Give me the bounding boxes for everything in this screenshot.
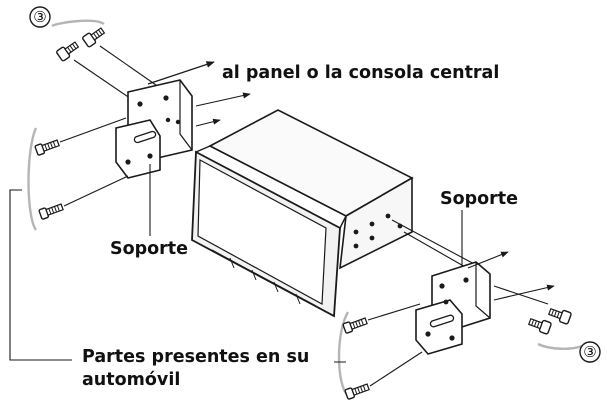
arrow-up-right [467, 251, 509, 269]
arrow-to-panel [147, 61, 215, 85]
screw-group-top-left-bracket-curve [51, 19, 105, 28]
car-screws-left-curve [27, 127, 38, 231]
axis-line [59, 117, 127, 143]
axis-line [369, 351, 423, 387]
screw-icon [547, 307, 572, 325]
head-unit [191, 109, 414, 318]
callout-3-bottom-right: ③ [579, 341, 601, 363]
bracket-right-label: Soporte [440, 189, 518, 209]
arrow-bracket-to-unit [195, 92, 251, 107]
parts-leader-line [9, 189, 346, 363]
axis-line [367, 303, 421, 321]
parts-label-line1: Partes presentes en su [82, 347, 309, 367]
axis-line [493, 285, 549, 305]
arrow-bracket-to-unit [195, 118, 221, 127]
screw-group-bottom-right-bracket-curve [537, 342, 583, 350]
screw-icon [56, 41, 80, 62]
screw-icon [34, 139, 60, 156]
bracket-left-label: Soporte [110, 239, 188, 259]
arrow-up-right [493, 284, 555, 301]
axis-line [99, 45, 167, 93]
screw-icon [38, 203, 64, 220]
axis-line [391, 219, 479, 267]
screw-icon [344, 383, 370, 400]
screw-icon [342, 317, 368, 334]
right-bracket [415, 261, 491, 355]
screw-icon [82, 27, 106, 48]
axis-line [63, 175, 129, 207]
callout-3-bottom-right-label: ③ [583, 343, 596, 361]
panel-label: al panel o la consola central [222, 63, 499, 83]
left-bracket [115, 79, 193, 179]
parts-label-line2: automóvil [82, 370, 180, 390]
screw-icon [527, 317, 552, 335]
callout-3-top-left-label: ③ [33, 8, 46, 26]
callout-3-top-left: ③ [29, 6, 51, 28]
